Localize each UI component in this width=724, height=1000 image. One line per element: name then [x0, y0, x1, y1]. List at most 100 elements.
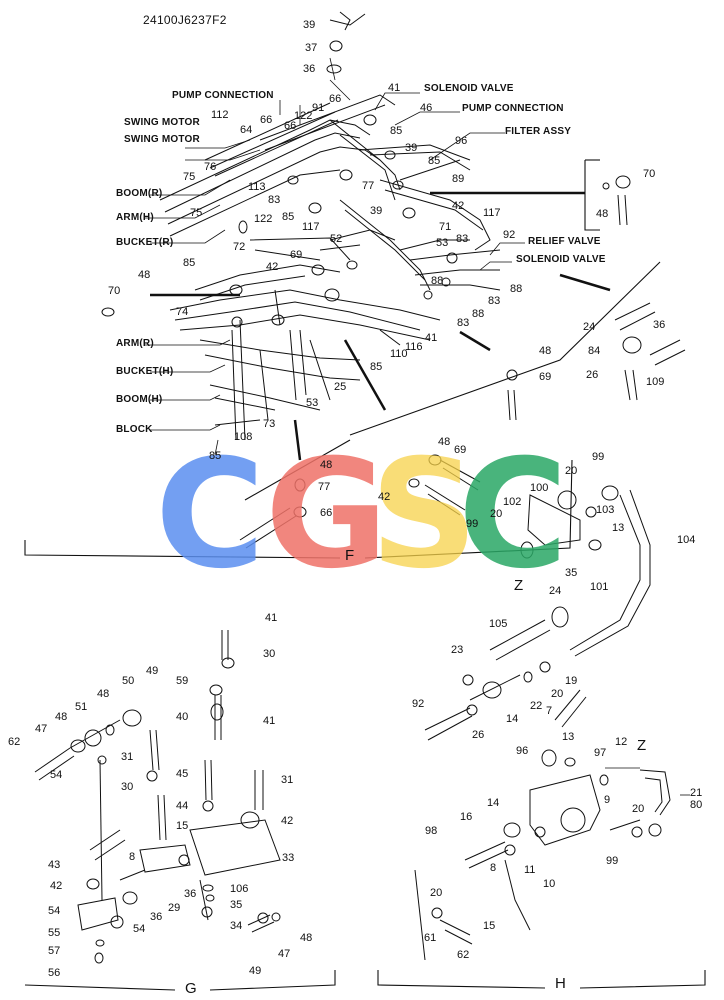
part-number: 14: [487, 797, 500, 809]
section-f-tubes: [239, 194, 686, 657]
part-number: 71: [439, 221, 452, 233]
part-number: 19: [565, 675, 578, 687]
part-number: 16: [460, 811, 473, 823]
part-number: 20: [565, 465, 578, 477]
part-number: 47: [35, 723, 48, 735]
part-number: 42: [281, 815, 294, 827]
view-direction-z-lower: Z: [637, 737, 647, 754]
part-number: 113: [248, 181, 266, 193]
part-number: 117: [302, 221, 320, 233]
part-number: 104: [677, 534, 696, 546]
part-number: 13: [562, 731, 575, 743]
part-number: 100: [530, 482, 549, 494]
part-number: 66: [320, 507, 333, 519]
part-number: 96: [516, 745, 529, 757]
part-number: 105: [489, 618, 508, 630]
part-number: 74: [176, 306, 189, 318]
callout-block: BLOCK: [116, 424, 153, 435]
section-label-f: F: [345, 547, 355, 564]
part-number: 96: [455, 135, 468, 147]
part-number: 103: [596, 504, 615, 516]
part-number: 112: [211, 109, 229, 121]
part-number: 108: [234, 431, 253, 443]
part-number: 49: [146, 665, 159, 677]
part-number: 33: [282, 852, 295, 864]
part-number: 14: [506, 713, 519, 725]
part-number: 10: [543, 878, 556, 890]
part-number: 45: [176, 768, 189, 780]
part-number: 39: [303, 19, 316, 31]
callout-boom-r: BOOM(R): [116, 188, 163, 199]
part-number: 88: [472, 308, 485, 320]
callout-solenoid-valve-2: SOLENOID VALVE: [516, 254, 606, 265]
part-number: 116: [405, 341, 423, 353]
part-number: 31: [281, 774, 294, 786]
part-number: 34: [230, 920, 243, 932]
callout-bucket-h: BUCKET(H): [116, 366, 174, 377]
part-number: 55: [48, 927, 61, 939]
part-number: 61: [424, 932, 437, 944]
part-number: 70: [643, 168, 656, 180]
part-number: 77: [362, 180, 375, 192]
callout-solenoid-valve-1: SOLENOID VALVE: [424, 83, 514, 94]
part-number: 48: [539, 345, 552, 357]
section-g-border: [24, 970, 336, 991]
part-number: 53: [306, 397, 319, 409]
part-number: 48: [300, 932, 313, 944]
section-f-border: [24, 261, 661, 559]
part-number: 85: [209, 450, 222, 462]
part-number: 48: [138, 269, 151, 281]
callout-swing-motor-2: SWING MOTOR: [124, 134, 200, 145]
part-number: 83: [488, 295, 501, 307]
part-number: 85: [183, 257, 196, 269]
part-number: 36: [303, 63, 316, 75]
part-number: 8: [490, 862, 497, 874]
part-number: 97: [594, 747, 607, 759]
part-number: 25: [334, 381, 347, 393]
part-number: 85: [390, 125, 403, 137]
section-h-parts: [414, 619, 671, 961]
watermark-letter-c1: C: [155, 428, 266, 602]
section-label-g: G: [185, 980, 197, 997]
part-number: 62: [8, 736, 21, 748]
section-h-border: [377, 970, 706, 989]
part-number: 49: [249, 965, 262, 977]
part-number: 15: [483, 920, 496, 932]
part-number: 57: [48, 945, 61, 957]
part-number: 56: [48, 967, 61, 979]
part-number: 85: [370, 361, 383, 373]
part-number: 8: [129, 851, 136, 863]
part-number: 21: [690, 787, 703, 799]
part-number: 20: [430, 887, 443, 899]
part-number: 15: [176, 820, 189, 832]
part-number: 43: [48, 859, 61, 871]
part-number: 13: [612, 522, 625, 534]
section-label-h: H: [555, 975, 566, 992]
part-number: 41: [263, 715, 276, 727]
part-number: 66: [260, 114, 273, 126]
part-number: 41: [388, 82, 401, 94]
part-number: 9: [604, 794, 611, 806]
part-number: 69: [454, 444, 467, 456]
part-number: 42: [378, 491, 391, 503]
part-number: 48: [97, 688, 110, 700]
part-number: 91: [312, 102, 325, 114]
callout-arm-r: ARM(R): [116, 338, 154, 349]
part-number: 70: [108, 285, 121, 297]
part-number: 64: [240, 124, 253, 136]
part-number: 83: [268, 194, 281, 206]
callout-bucket-r: BUCKET(R): [116, 237, 174, 248]
part-number: 102: [503, 496, 522, 508]
part-number: 110: [390, 348, 408, 360]
part-number: 48: [320, 459, 333, 471]
part-number: 48: [438, 436, 451, 448]
part-number: 73: [263, 418, 276, 430]
part-number: 26: [472, 729, 485, 741]
part-number: 20: [490, 508, 503, 520]
part-number: 117: [483, 207, 501, 219]
part-number: 92: [503, 229, 516, 241]
part-number: 72: [233, 241, 246, 253]
part-number: 36: [184, 888, 197, 900]
part-number: 50: [122, 675, 135, 687]
part-number: 59: [176, 675, 189, 687]
